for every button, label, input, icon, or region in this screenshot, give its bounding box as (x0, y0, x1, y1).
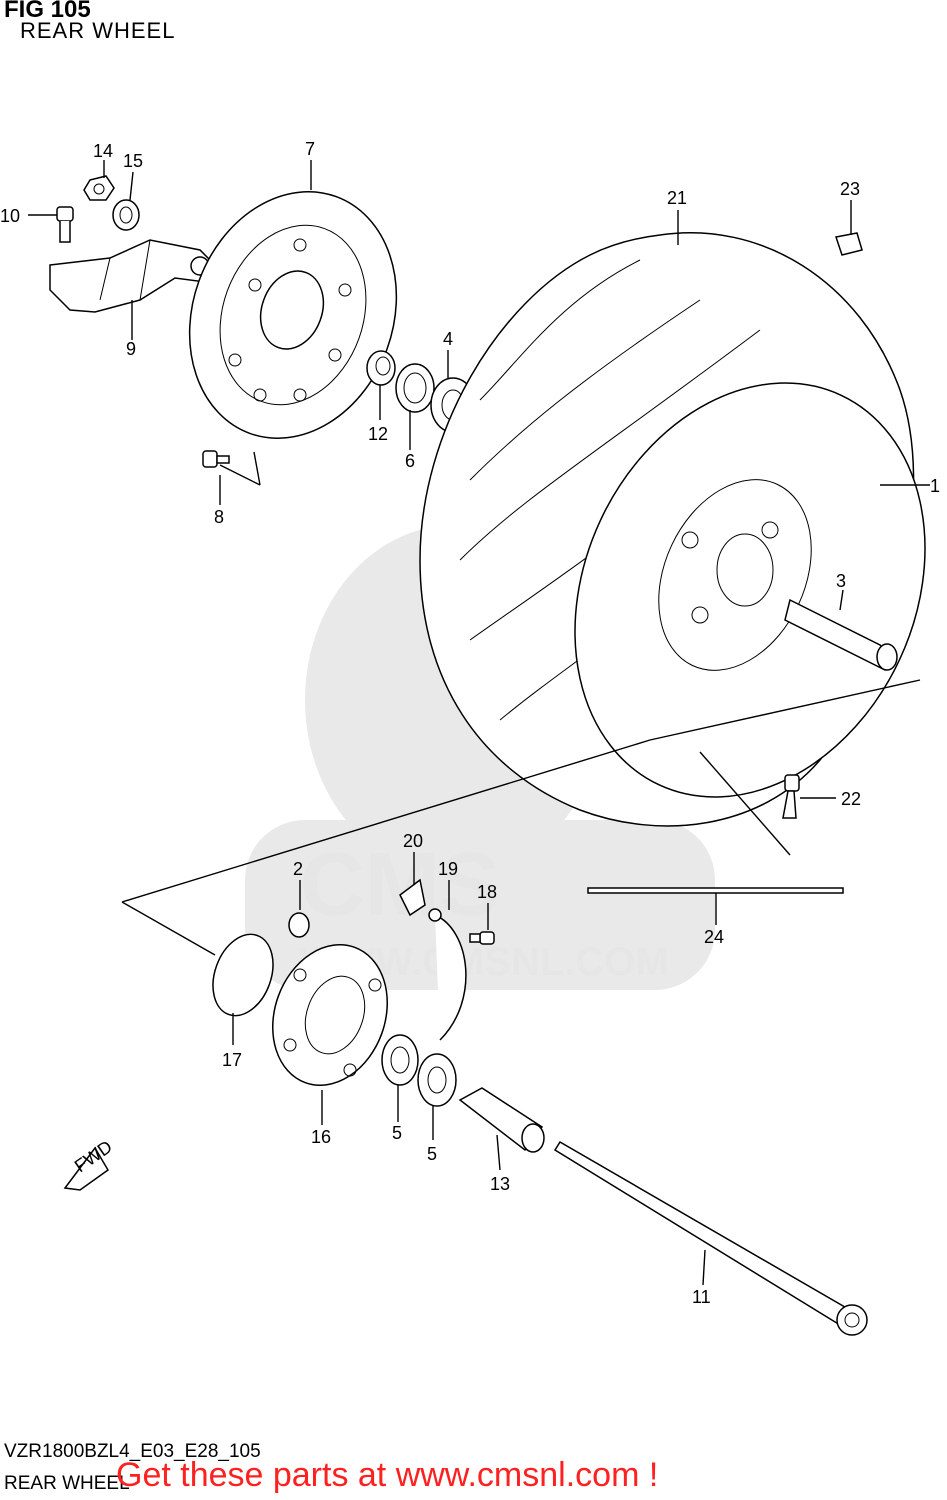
callout-1: 1 (930, 476, 940, 496)
callout-5b: 5 (427, 1144, 437, 1164)
part-seal-6[interactable] (395, 363, 435, 413)
callout-7: 7 (305, 139, 315, 159)
callout-19: 19 (438, 859, 458, 879)
callout-21: 21 (667, 188, 687, 208)
part-retainer-19[interactable] (428, 908, 467, 1041)
callout-2: 2 (293, 859, 303, 879)
callout-labels: 1 2 3 4 5 5 6 7 8 9 10 11 12 13 14 15 16… (0, 139, 940, 1307)
callout-14: 14 (93, 141, 113, 161)
part-spacer-13[interactable] (458, 1087, 545, 1153)
part-balance-weight-24[interactable] (587, 887, 844, 894)
callout-17: 17 (222, 1050, 242, 1070)
callout-18: 18 (477, 882, 497, 902)
callout-12: 12 (368, 424, 388, 444)
callout-5a: 5 (392, 1123, 402, 1143)
callout-13: 13 (490, 1174, 510, 1194)
callout-23: 23 (840, 179, 860, 199)
part-bearing-5b[interactable] (417, 1053, 457, 1107)
part-nut-14[interactable] (83, 175, 115, 201)
part-damper-2[interactable] (288, 912, 310, 938)
watermark-logo-text: CMS (300, 835, 500, 935)
callout-15: 15 (123, 151, 143, 171)
part-bolt-18[interactable] (469, 931, 495, 945)
part-valve-22[interactable] (782, 774, 800, 819)
part-o-ring-17[interactable] (202, 926, 283, 1024)
callout-4: 4 (443, 329, 453, 349)
part-bearing-5a[interactable] (381, 1034, 419, 1086)
model-code: VZR1800BZL4_E03_E28_105 (4, 1441, 261, 1462)
callout-9: 9 (126, 339, 136, 359)
callout-22: 22 (841, 789, 861, 809)
callout-8: 8 (214, 507, 224, 527)
leader-lines (28, 160, 930, 1286)
fwd-direction-arrow: FWD (63, 1136, 116, 1191)
part-washer-15[interactable] (112, 199, 140, 231)
part-sprocket-hub-16[interactable] (254, 929, 407, 1102)
promo-link-text[interactable]: Get these parts at www.cmsnl.com ! (116, 1456, 659, 1494)
part-bolt-10[interactable] (56, 206, 74, 243)
part-weight-23[interactable] (835, 232, 863, 256)
section-name: REAR WHEEL (4, 1473, 130, 1494)
figure-number: FIG 105 (4, 0, 91, 23)
callout-10: 10 (0, 206, 20, 226)
part-axle-sleeve-3[interactable] (784, 598, 898, 671)
diagram-title: REAR WHEEL (20, 18, 176, 43)
part-axle-11[interactable] (553, 1140, 868, 1336)
callout-11: 11 (692, 1287, 711, 1307)
part-collar-12[interactable] (366, 350, 396, 386)
callout-3: 3 (836, 571, 846, 591)
part-disc-bolt-8[interactable] (202, 450, 230, 468)
callout-24: 24 (704, 927, 724, 947)
callout-6: 6 (405, 451, 415, 471)
part-brake-disc[interactable] (156, 162, 430, 467)
callout-20: 20 (403, 831, 423, 851)
callout-16: 16 (311, 1127, 331, 1147)
